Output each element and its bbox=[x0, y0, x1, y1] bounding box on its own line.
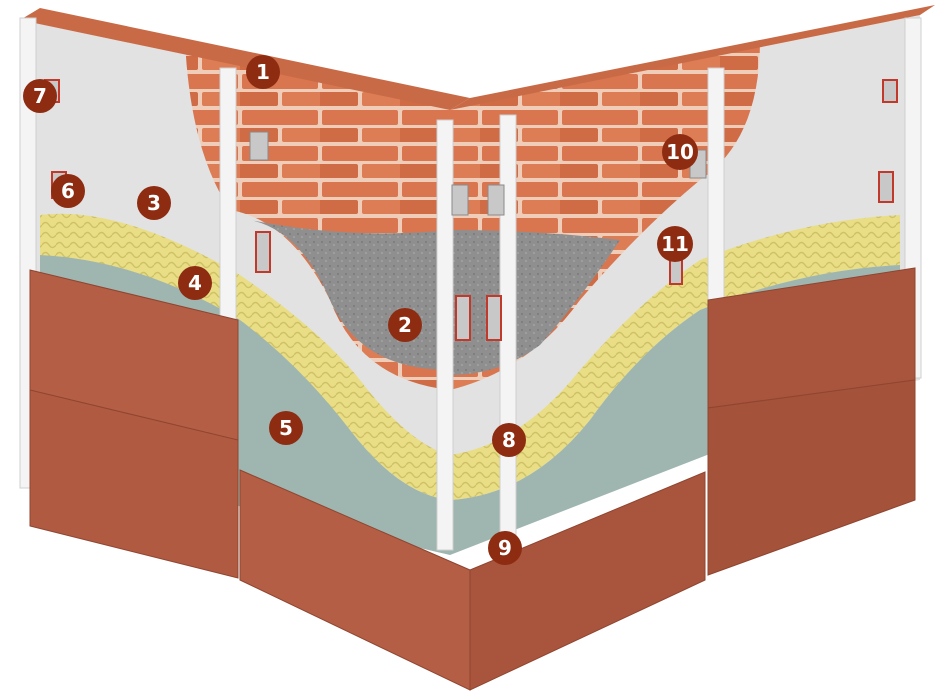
bracket bbox=[882, 79, 898, 103]
callout-label: 11 bbox=[661, 232, 689, 256]
cladding-panels bbox=[29, 267, 916, 691]
callout-label: 8 bbox=[502, 428, 516, 452]
callout-9: 9 bbox=[488, 531, 522, 565]
callout-label: 1 bbox=[256, 60, 270, 84]
bracket bbox=[255, 231, 271, 273]
bracket bbox=[486, 295, 502, 341]
right-insulation-layer bbox=[450, 215, 900, 500]
cladding-panel bbox=[29, 389, 239, 579]
callout-3: 3 bbox=[137, 186, 171, 220]
callout-8: 8 bbox=[492, 423, 526, 457]
callout-label: 3 bbox=[147, 191, 161, 215]
left-brick-top-edge bbox=[20, 8, 470, 110]
left-insulation-layer bbox=[40, 213, 450, 500]
callout-11: 11 bbox=[657, 226, 693, 262]
callouts: 1 2 3 4 5 6 7 8 bbox=[23, 55, 698, 565]
callout-7: 7 bbox=[23, 79, 57, 113]
cladding-panel bbox=[707, 379, 916, 576]
callout-label: 4 bbox=[188, 271, 202, 295]
callout-4: 4 bbox=[178, 266, 212, 300]
callout-label: 9 bbox=[498, 536, 512, 560]
callout-label: 7 bbox=[33, 84, 47, 108]
callout-1: 1 bbox=[246, 55, 280, 89]
callout-label: 10 bbox=[666, 140, 694, 164]
callout-label: 5 bbox=[279, 416, 293, 440]
callout-5: 5 bbox=[269, 411, 303, 445]
bracket bbox=[451, 184, 469, 216]
bracket bbox=[878, 171, 894, 203]
callout-6: 6 bbox=[51, 174, 85, 208]
bracket bbox=[487, 184, 505, 216]
callout-10: 10 bbox=[662, 134, 698, 170]
callout-label: 2 bbox=[398, 313, 412, 337]
rail bbox=[436, 119, 454, 551]
callout-2: 2 bbox=[388, 308, 422, 342]
cladding-panel bbox=[469, 471, 706, 691]
right-brick-top-edge bbox=[450, 5, 935, 110]
bracket bbox=[455, 295, 471, 341]
callout-label: 6 bbox=[61, 179, 75, 203]
bracket bbox=[249, 131, 269, 161]
rail bbox=[499, 114, 517, 556]
